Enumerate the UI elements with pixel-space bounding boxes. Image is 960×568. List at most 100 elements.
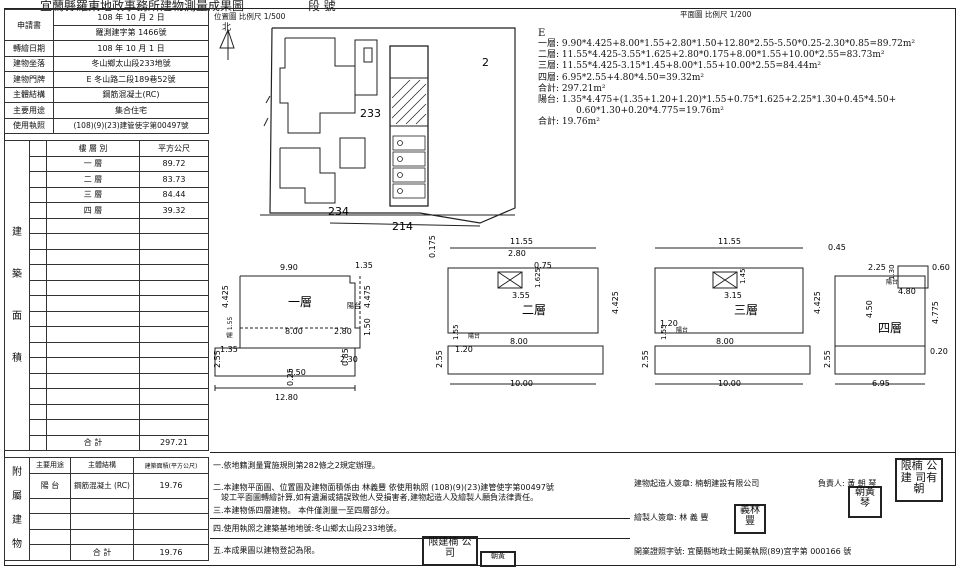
dim-label: 10.00 <box>718 379 741 388</box>
annex-structure: 鋼筋混凝土 (RC) <box>70 472 134 499</box>
dim-label: 1.35 <box>220 345 238 354</box>
parcel-main: 233 <box>360 107 381 120</box>
dim-label: 2.80 <box>334 327 352 336</box>
meta-row: 建物坐落 冬山鄉太山段233地號 <box>4 55 209 72</box>
meta-row: 建物門牌 E 冬山路二段189巷52號 <box>4 71 209 88</box>
dim-label: 1.50 <box>363 318 372 336</box>
meta-label: 主體結構 <box>4 86 54 103</box>
company-stamp: 限楠 公建 司有 朝 <box>895 458 943 502</box>
annex-row: 陽 台 鋼筋混凝土 (RC) 19.76 <box>5 472 209 499</box>
dim-label: 0.175 <box>428 235 437 258</box>
unit-mark: E <box>538 28 546 39</box>
annex-table: 附 屬 建 物 主要用途 主體結構 建築面積(平方公尺) 陽 台 鋼筋混凝土 (… <box>4 457 209 561</box>
meta-value: 108 年 10 月 2 日 <box>53 9 209 26</box>
dim-label: 3.55 <box>512 291 530 300</box>
floor-4-lower <box>834 345 926 375</box>
dim-label: 1.20 <box>455 345 473 354</box>
col-header-area: 平方公尺 <box>139 140 209 157</box>
meta-value: E 冬山路二段189巷52號 <box>53 71 209 88</box>
building-outline <box>279 37 356 134</box>
title-right: 段 號 <box>307 0 336 13</box>
meta-label: 轉繪日期 <box>4 40 54 57</box>
empty-row <box>5 403 209 420</box>
empty-row <box>5 341 209 358</box>
notes-divider <box>210 452 955 453</box>
dim-label: 4.80 <box>898 287 916 296</box>
col-header-floor: 樓 層 別 <box>46 140 140 157</box>
dim-label: 5.50 <box>288 368 306 377</box>
dim-label: 8.00 <box>716 337 734 346</box>
annex-col-use: 主要用途 <box>29 457 71 474</box>
license-number: 開業證照字號: 宜蘭縣地政士開業執照(89)宜字第 000166 號 <box>634 547 852 556</box>
annex-total-label: 合 計 <box>70 544 134 561</box>
dim-label: 2.55 <box>435 350 444 368</box>
dim-label: 2.80 <box>508 249 526 258</box>
empty-row <box>5 310 209 327</box>
drafter-stamp: 義林 豐 <box>734 504 766 534</box>
dim-label: 4.425 <box>221 285 230 308</box>
floor-3-outline <box>654 267 804 334</box>
balcony-label: 陽台 <box>886 278 898 286</box>
dim-label: 11.55 <box>718 237 741 246</box>
note-3: 三.本建物係四層建物。 本件僅測量一至四層部分。 <box>213 506 395 515</box>
calc-line: 一層: 9.90*4.425+8.00*1.55+2.80*1.50+12.80… <box>538 39 915 49</box>
floor-2-lower <box>447 345 604 375</box>
dim-label: 11.55 <box>510 237 533 246</box>
empty-row <box>5 264 209 281</box>
meta-value: 羅測建字第 1466號 <box>53 24 209 41</box>
area-calculations: 一層: 9.90*4.425+8.00*1.55+2.80*1.50+12.80… <box>538 28 915 129</box>
dim-label: 0.25 <box>286 368 295 386</box>
empty-row <box>5 248 209 265</box>
parcel-road: 234 <box>328 205 349 218</box>
dim-label: 8.00 <box>510 337 528 346</box>
meta-label: 建物坐落 <box>4 55 54 72</box>
meta-row: 主體結構 鋼筋混凝土(RC) <box>4 86 209 103</box>
site-plan-label: 位置圖 比例尺 1/500 <box>214 12 286 21</box>
calc-line: 0.60*1.30+0.20*4.775=19.76m² <box>576 106 724 117</box>
side-char: 築 <box>12 268 22 280</box>
floor-2-outline <box>447 267 599 334</box>
dim-label: 10.00 <box>510 379 533 388</box>
note-2: 二.本建物平面圖、位置圖及建物面積係由 林義豐 依使用執照 (108)(9)(2… <box>213 483 554 492</box>
notes-divider <box>210 538 630 539</box>
empty-row <box>5 372 209 389</box>
calc-line: 陽台: 1.35*4.475+(1.35+1.20+1.20)*1.55+0.7… <box>538 95 897 106</box>
floor-area: 89.72 <box>139 155 209 172</box>
parking-slots <box>392 135 426 199</box>
dim-label: 1.625 <box>534 268 542 288</box>
floor-name: 二 層 <box>46 171 140 188</box>
floor-1-outline <box>239 275 361 349</box>
balcony-label: 陽台 <box>347 301 361 310</box>
dim-label: 2.25 <box>868 263 886 272</box>
total-label: 合 計 <box>46 434 140 451</box>
empty-row <box>5 419 209 436</box>
floor-name: 四 層 <box>46 202 140 219</box>
building-outline <box>354 39 378 96</box>
floor-3-lower <box>654 345 811 375</box>
meta-row: 主要用途 集合住宅 <box>4 102 209 119</box>
document-title: 宜蘭縣羅東地政事務所建物測量成果圖 段 號 <box>40 0 336 12</box>
floor-label: 一層 <box>288 295 312 309</box>
meta-value: 冬山鄉太山段233地號 <box>53 55 209 72</box>
meta-value: 108 年 10 月 1 日 <box>53 40 209 57</box>
site-plan-drawing: 233 234 214 2 <box>219 27 516 233</box>
empty-row <box>5 279 209 296</box>
dim-label: 8.00 <box>285 327 303 336</box>
meta-row: 申請書 108 年 10 月 2 日 <box>4 9 209 41</box>
floor-area: 39.32 <box>139 202 209 219</box>
side-char: 積 <box>12 352 22 364</box>
area-blank <box>29 140 47 157</box>
side-char: 面 <box>12 310 22 322</box>
total-value: 297.21 <box>139 434 209 451</box>
dim-label: 4.775 <box>931 301 940 324</box>
dim-label: 4.425 <box>813 291 822 314</box>
bottom-stamp: 限建楠 公 司 <box>422 536 478 566</box>
floor-name: 三 層 <box>46 186 140 203</box>
note-5: 五.本成果圖以建物登記為限。 <box>213 546 320 555</box>
empty-row <box>5 326 209 343</box>
area-header-row: 建 築 面 積 樓 層 別 平方公尺 <box>4 140 209 451</box>
